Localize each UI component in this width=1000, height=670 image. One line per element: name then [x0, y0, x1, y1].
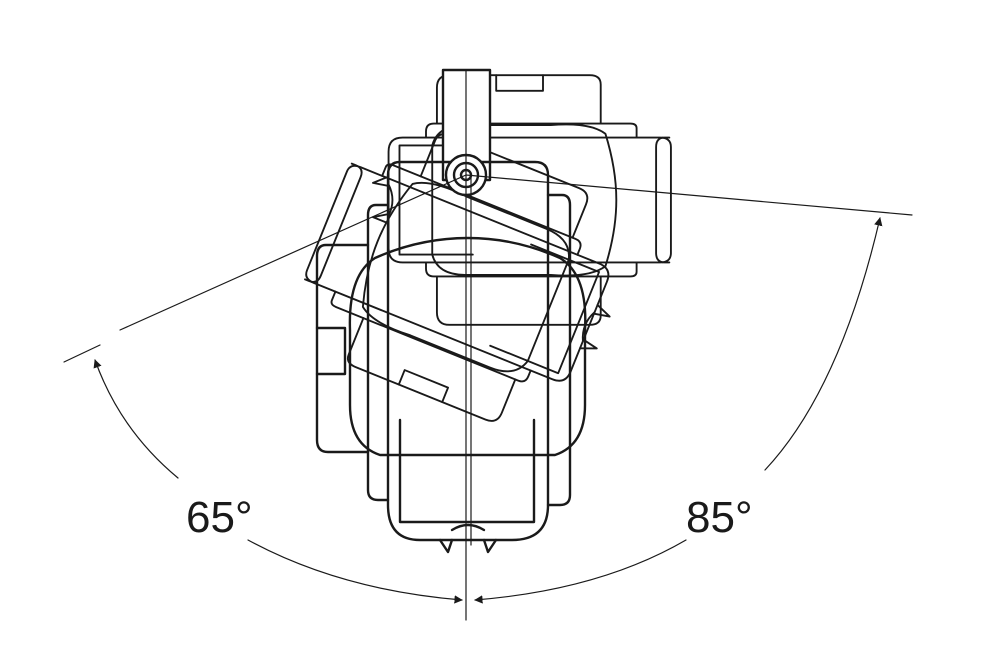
chair-center-position: [315, 68, 587, 554]
left-angle-label: 65°: [186, 493, 253, 542]
reference-lines: [63, 69, 913, 621]
angle-arcs: [93, 217, 883, 604]
chair-right-position: [372, 74, 672, 326]
right-angle-label: 85°: [686, 493, 753, 542]
